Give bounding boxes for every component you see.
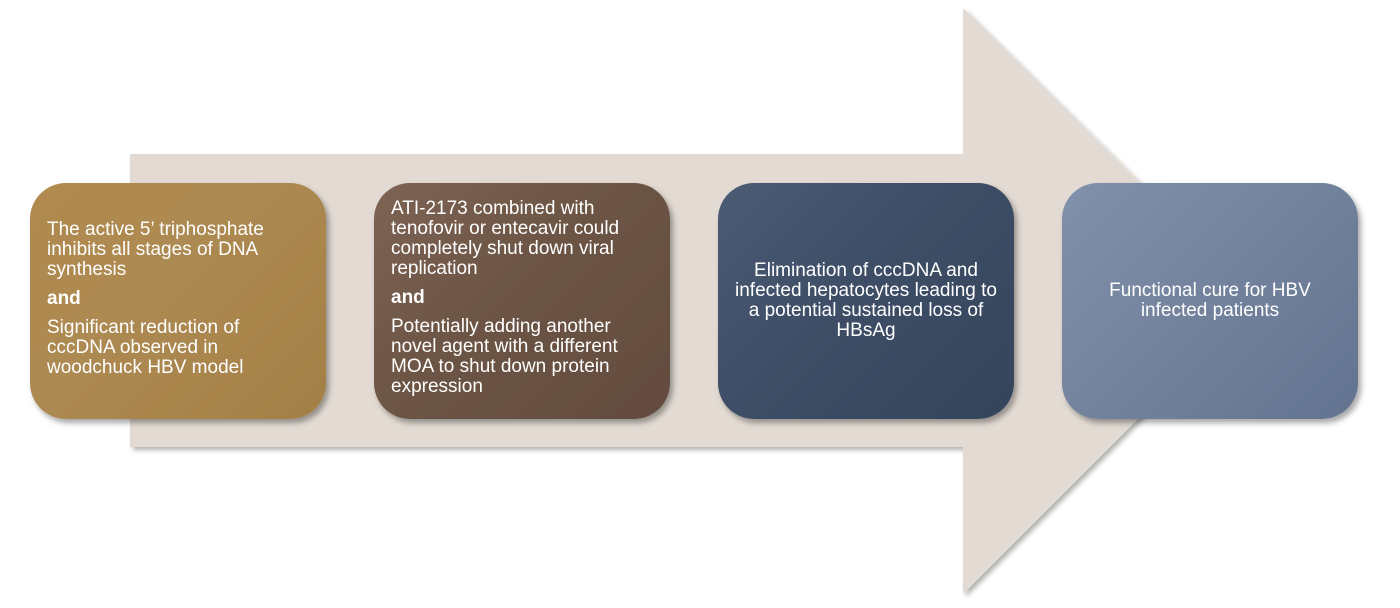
step-3-box: Elimination of cccDNA and infected hepat… — [718, 183, 1014, 419]
step-2-text-b: Potentially adding another novel agent w… — [391, 316, 618, 397]
step-2-conjunction: and — [391, 287, 425, 308]
step-1-box: The active 5’ triphosphate inhibits all … — [30, 183, 326, 419]
arrow-shape — [130, 8, 1258, 594]
step-1-text-a: The active 5’ triphosphate inhibits all … — [47, 219, 264, 280]
step-3-text: Elimination of cccDNA and infected hepat… — [735, 260, 997, 341]
step-2-text-a: ATI-2173 combined with tenofovir or ente… — [391, 198, 620, 279]
step-1-conjunction: and — [47, 288, 81, 309]
step-4-text: Functional cure for HBV infected patient… — [1109, 280, 1311, 321]
step-2-box: ATI-2173 combined with tenofovir or ente… — [374, 183, 670, 419]
step-4-box: Functional cure for HBV infected patient… — [1062, 183, 1358, 419]
step-1-text-b: Significant reduction of cccDNA observed… — [47, 317, 244, 378]
